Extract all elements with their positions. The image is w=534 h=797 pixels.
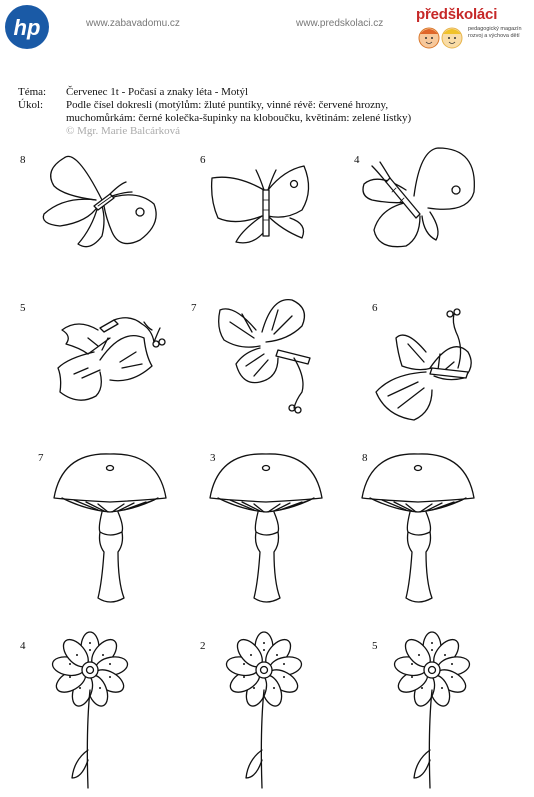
ukol-line-1: Podle čísel dokresli (motýlům: žluté pun… [66,99,389,111]
mushroom-drawing [53,453,167,603]
brand-tagline: pedagogický magazín rozvoj a výchova dět… [468,26,522,39]
copyright: © Mgr. Marie Balcárková [66,125,181,137]
count-label: 5 [372,640,378,652]
vine-leaf-drawing [218,298,311,414]
hp-logo-icon: hp [5,5,49,49]
url-zabavadomu[interactable]: www.zabavadomu.cz [86,18,180,29]
url-predskolaci[interactable]: www.predskolaci.cz [296,18,384,29]
flower-drawing [51,631,129,789]
kids-faces-icon [418,27,463,49]
butterfly-drawing [210,165,310,244]
count-label: 2 [200,640,206,652]
count-label: 7 [38,452,44,464]
count-label: 4 [354,154,360,166]
count-label: 5 [20,302,26,314]
count-label: 7 [191,302,197,314]
vine-leaf-drawing [57,317,166,401]
ukol-line-2: muchomůrkám: černé kolečka-šupinky na kl… [66,112,412,124]
mushroom-drawing [361,453,475,603]
task-block: Téma: Červenec 1t - Počasí a znaky léta … [18,86,528,138]
count-label: 6 [372,302,378,314]
brand-logo: předškoláci pedagogický magazín rozvoj a… [416,6,528,50]
butterfly-drawing [362,147,475,248]
vine-leaf-drawing [375,308,472,421]
ukol-label: Úkol: [18,99,44,111]
count-label: 4 [20,640,26,652]
count-label: 8 [20,154,26,166]
tema-label: Téma: [18,86,47,98]
butterfly-drawing [42,155,157,248]
brand-name: předškoláci [416,6,498,23]
flower-drawing [225,631,303,789]
count-label: 8 [362,452,368,464]
mushroom-drawing [209,453,323,603]
count-label: 3 [210,452,216,464]
svg-text:hp: hp [14,15,41,40]
flower-drawing [393,631,471,789]
tema-text: Červenec 1t - Počasí a znaky léta - Motý… [66,86,249,98]
count-label: 6 [200,154,206,166]
